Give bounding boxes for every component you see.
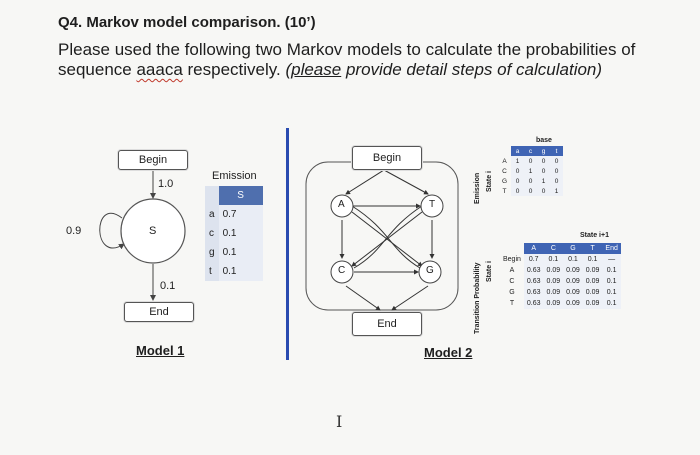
base-label: base [536, 137, 552, 144]
model2-frame [305, 161, 459, 311]
line2-suffix: respectively. [182, 60, 286, 79]
model2-state-t: T [429, 199, 436, 210]
mini-header-row: a c g t [498, 146, 563, 156]
tp-header-row: A C G T End [500, 243, 621, 254]
note-rest: provide detail steps of calculation) [341, 60, 603, 79]
calculation-note: (please provide detail steps of calculat… [285, 60, 602, 79]
question-line-1: Please used the following two Markov mod… [58, 40, 636, 59]
model2-state-c: C [338, 265, 346, 276]
transition-state-label: State i [486, 260, 493, 282]
model2-begin-node: Begin [352, 146, 422, 170]
model2-label: Model 2 [424, 345, 473, 360]
emission-side-label: Emission [474, 172, 481, 204]
note-underlined: please [291, 60, 342, 79]
model1-begin-prob: 1.0 [158, 178, 174, 190]
model1-end-node: End [124, 302, 194, 322]
emission-state-label: State i [486, 170, 493, 192]
model1-end-prob: 0.1 [160, 280, 176, 292]
note-prefix: ( [285, 60, 292, 79]
sequence-text: aaaca [136, 60, 183, 79]
state-next-label: State i+1 [580, 232, 609, 239]
transition-side-label: Transition Probability [474, 262, 481, 334]
model2-state-g: G [426, 265, 434, 276]
model1-state-label: S [149, 225, 157, 237]
question-body: Please used the following two Markov mod… [58, 40, 698, 80]
model2-end-node: End [352, 312, 422, 336]
model-divider [286, 128, 289, 360]
text-cursor-icon: I [336, 412, 343, 431]
model1-self-prob: 0.9 [66, 225, 82, 237]
model1-label: Model 1 [136, 343, 185, 358]
model2-state-a: A [338, 199, 345, 210]
model1-emission-title: Emission [212, 170, 257, 182]
line2-prefix: sequence [58, 60, 137, 79]
question-title: Q4. Markov model comparison. (10’) [58, 14, 316, 31]
question-line-2: sequence aaaca respectively. (please pro… [58, 60, 698, 80]
emission-header-row: S [205, 186, 263, 205]
model1-begin-node: Begin [118, 150, 188, 170]
